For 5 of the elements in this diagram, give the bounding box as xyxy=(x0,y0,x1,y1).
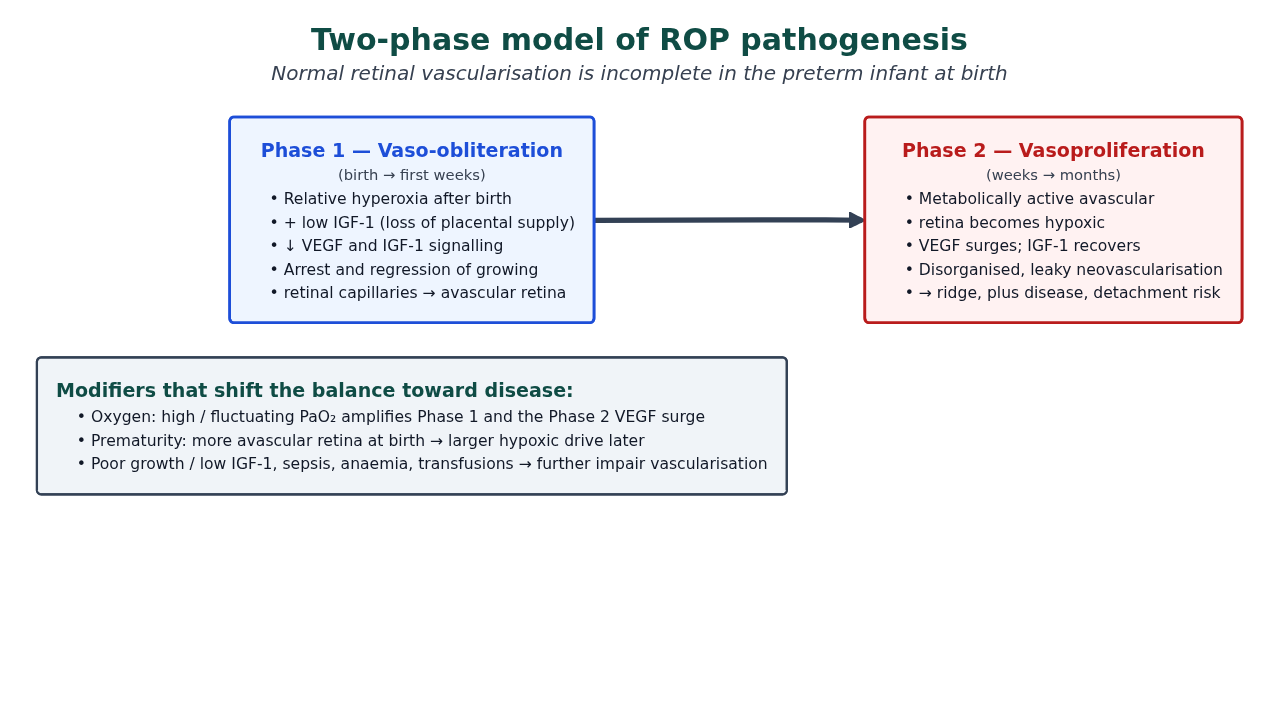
phase-box: Phase 1 — Vaso-obliteration (birth → first weeks) • Relative hyperoxia after birth • + low IGF-1 (loss of placental supply) • ↓ VEGF and IGF-1 signalling • Arrest and regression of growing • retinal capillaries → avascular retina xyxy=(228,115,596,325)
diagram-title: Two-phase model of ROP pathogenesis xyxy=(311,22,968,57)
modifiers-panel: Modifiers that shift the balance toward disease: • Oxygen: high / fluctuating PaO₂ amplifies Phase 1 and the Phase 2 VEGF surge • Prematurity: more avascular retina at birth → larger hypoxic drive later • Poor growth / low IGF-1, sepsis, anaemia, transfusions → further impair vascularisation xyxy=(35,356,788,496)
subtitle: Normal retinal vascularisation is incomplete in the preterm infant at birth xyxy=(271,61,1008,85)
phase-box: Phase 2 — Vasoproliferation (weeks → months) • Metabolically active avascular • retina becomes hypoxic • VEGF surges; IGF-1 recovers • Disorganised, leaky neovascularisation • → ridge, plus disease, detachment risk xyxy=(863,115,1244,325)
